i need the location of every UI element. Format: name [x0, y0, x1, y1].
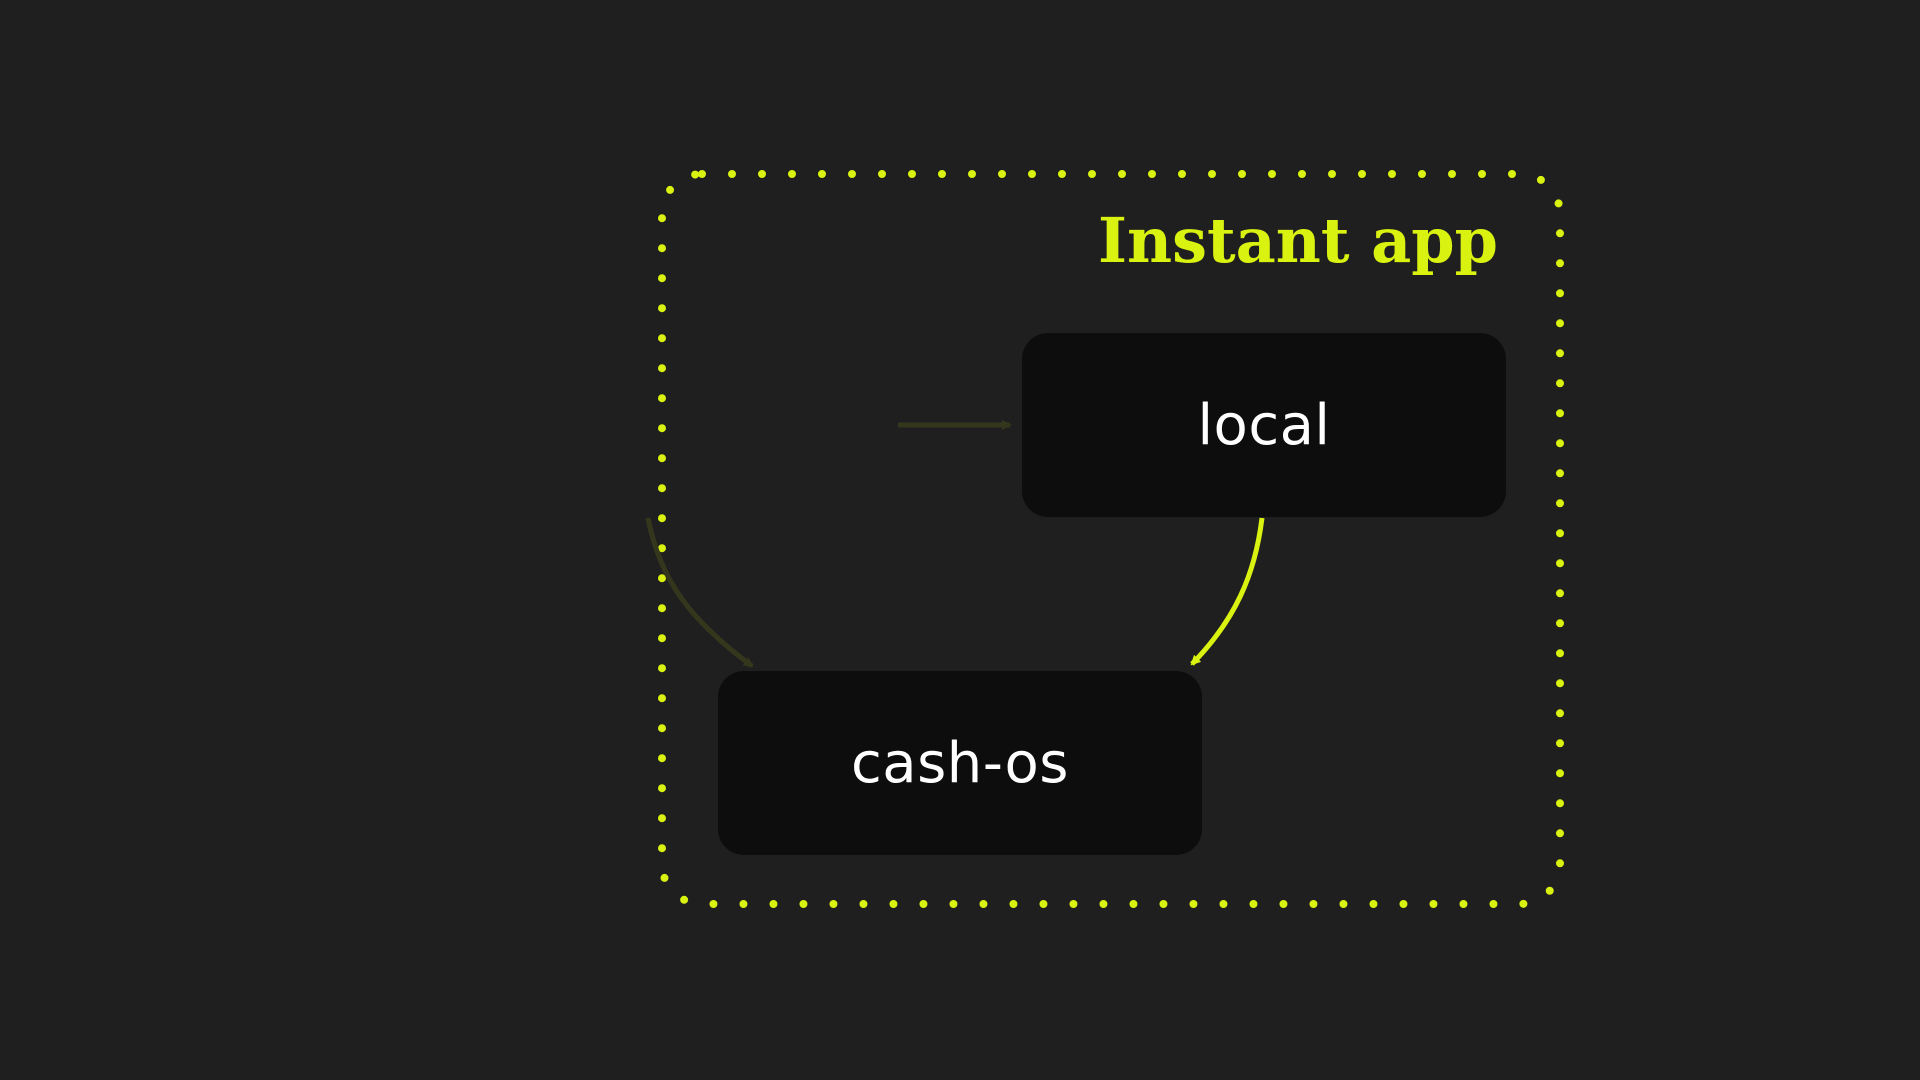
- edge-incoming-cash-os: [645, 517, 754, 669]
- group-label: Instant app: [1098, 204, 1498, 277]
- node-local-label: local: [1198, 393, 1331, 458]
- node-local[interactable]: local: [1022, 333, 1506, 517]
- node-cash-os-label: cash-os: [851, 731, 1069, 796]
- edge-local-to-cash-os: [1190, 517, 1265, 666]
- node-cash-os[interactable]: cash-os: [718, 671, 1202, 855]
